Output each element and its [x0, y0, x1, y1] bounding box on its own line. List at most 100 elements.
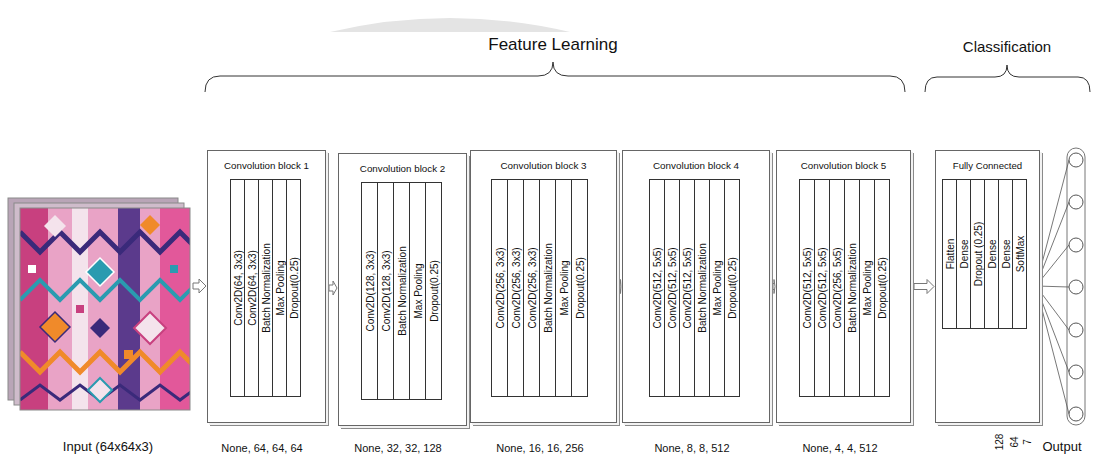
layer-label: Conv2D(512, 5x5) — [682, 247, 693, 328]
layer-strip: Conv2D(256, 3x3) — [507, 179, 524, 397]
layer-strip: Dropout(0.25) — [286, 179, 301, 397]
layer-label: Conv2D(512, 5x5) — [652, 247, 663, 328]
section-heading: Classification — [963, 38, 1051, 55]
layer-strip: Batch Normalization — [258, 179, 273, 397]
layer-strip: Dropout(0.25) — [571, 179, 588, 397]
layer-strip: Batch Normalization — [694, 179, 710, 397]
layer-label: Conv2D(128, 3x3) — [380, 250, 391, 331]
flow-arrow — [329, 281, 337, 295]
layer-label: Dropout(0.25) — [727, 257, 738, 319]
layer-label: Dropout(0.25) — [288, 257, 299, 319]
layer-strip: Dropout(0.25) — [425, 182, 442, 400]
layer-label: Max Pooling — [862, 260, 873, 315]
layer-label: Max Pooling — [712, 260, 723, 315]
layer-strip: Conv2D(512, 5x5) — [814, 179, 830, 397]
layer-block: Convolution block 1 Conv2D(64, 3x3)Conv2D… — [207, 150, 326, 423]
layer-strip: Max Pooling — [409, 182, 426, 400]
layer-strip: Conv2D(128, 3x3) — [361, 182, 378, 400]
layer-label: Batch Normalization — [542, 243, 553, 332]
layer-strip: Max Pooling — [272, 179, 287, 397]
layer-strip: Batch Normalization — [393, 182, 410, 400]
layer-label: Dense — [986, 240, 997, 269]
block-title: Fully Connected — [936, 160, 1039, 172]
textile-diamond — [140, 215, 160, 235]
layer-label: Dropout (0.25) — [972, 222, 983, 286]
textile-zigzag — [20, 280, 190, 300]
layer-label: Conv2D(64, 3x3) — [232, 250, 243, 326]
layer-block: Convolution block 5 Conv2D(512, 5x5) Conv2… — [776, 150, 911, 423]
layer-label: Conv2D(512, 5x5) — [817, 247, 828, 328]
textile-diamond — [90, 318, 110, 338]
textile-zigzag — [20, 352, 190, 372]
layer-strip: Conv2D(256, 3x3) — [523, 179, 540, 397]
layer-strip: Batch Normalization — [844, 179, 860, 397]
layer-strip: Dropout(0.25) — [724, 179, 740, 397]
output-line — [1036, 202, 1069, 286]
layer-strip: Max Pooling — [709, 179, 725, 397]
units-label: 64 — [1009, 436, 1021, 447]
textile-diamond — [134, 312, 166, 344]
layer-strip: Conv2D(64, 3x3) — [230, 179, 245, 397]
textile-diamond — [86, 258, 114, 286]
layer-label: Dense — [1000, 240, 1011, 269]
shape-label: None, 32, 32, 128 — [354, 442, 441, 455]
layer-label: Conv2D(256, 3x3) — [494, 247, 505, 328]
layer-strip: Conv2D(512, 5x5) — [649, 179, 665, 397]
layer-strip: Dense — [956, 179, 971, 329]
layer-label: Max Pooling — [412, 263, 423, 318]
output-label: Output — [1042, 440, 1081, 455]
layer-strip: Max Pooling — [555, 179, 572, 397]
output-neuron — [1069, 153, 1083, 167]
block-title: Convolution block 5 — [777, 160, 910, 172]
layer-label: Conv2D(256, 5x5) — [832, 247, 843, 328]
output-line — [1036, 160, 1069, 286]
layer-label: Batch Normalization — [847, 243, 858, 332]
textile-zigzag — [20, 232, 190, 252]
layer-strip: Conv2D(512, 5x5) — [679, 179, 695, 397]
image-frame — [20, 208, 190, 410]
textile-diamond — [44, 215, 66, 237]
feature-bracket — [205, 62, 905, 92]
layer-block: Convolution block 2 Conv2D(128, 3x3)Conv2… — [338, 153, 467, 426]
output-line — [1036, 245, 1069, 286]
output-neuron — [1069, 365, 1083, 379]
output-neuron — [1069, 280, 1083, 294]
layer-label: Conv2D(512, 5x5) — [667, 247, 678, 328]
units-label: 128 — [994, 434, 1006, 451]
layer-strip: Dense — [998, 179, 1013, 329]
layer-label: Max Pooling — [558, 260, 569, 315]
layer-strip: Dense — [984, 179, 999, 329]
textile-dot — [170, 265, 178, 273]
input-label: Input (64x64x3) — [63, 440, 153, 455]
layer-strip: Max Pooling — [859, 179, 875, 397]
layer-strip: Conv2D(512, 5x5) — [664, 179, 680, 397]
output-neuron — [1069, 323, 1083, 337]
output-neuron — [1069, 407, 1083, 421]
textile-image — [20, 208, 190, 410]
layer-block: Convolution block 4Conv2D(512, 5x5)Conv2… — [622, 150, 770, 423]
layer-label: Dropout(0.25) — [574, 257, 585, 319]
textile-dot — [28, 265, 36, 273]
layer-label: Dense — [958, 240, 969, 269]
block-title: Convolution block 1 — [208, 160, 325, 172]
layer-strip: Conv2D(256, 3x3) — [491, 179, 508, 397]
layer-label: Flatten — [944, 239, 955, 270]
output-line — [1036, 286, 1069, 372]
layer-label: Conv2D(512, 5x5) — [802, 247, 813, 328]
layer-strip: Flatten — [942, 179, 957, 329]
layer-strip: Conv2D(128, 3x3) — [377, 182, 394, 400]
input-arrow — [193, 279, 206, 293]
output-neuron — [1069, 238, 1083, 252]
shape-label: None, 8, 8, 512 — [654, 442, 729, 455]
layer-label: Conv2D(256, 3x3) — [510, 247, 521, 328]
flow-arrow — [620, 280, 621, 294]
output-line — [1036, 286, 1069, 414]
section-heading: Feature Learning — [488, 35, 617, 55]
output-layer-frame — [1067, 148, 1085, 425]
layer-strip: Conv2D(256, 5x5) — [829, 179, 845, 397]
textile-dot — [124, 350, 133, 359]
block-title: Convolution block 2 — [339, 163, 466, 175]
shape-label: None, 16, 16, 256 — [496, 442, 583, 455]
layer-strip: Conv2D(64, 3x3) — [244, 179, 259, 397]
